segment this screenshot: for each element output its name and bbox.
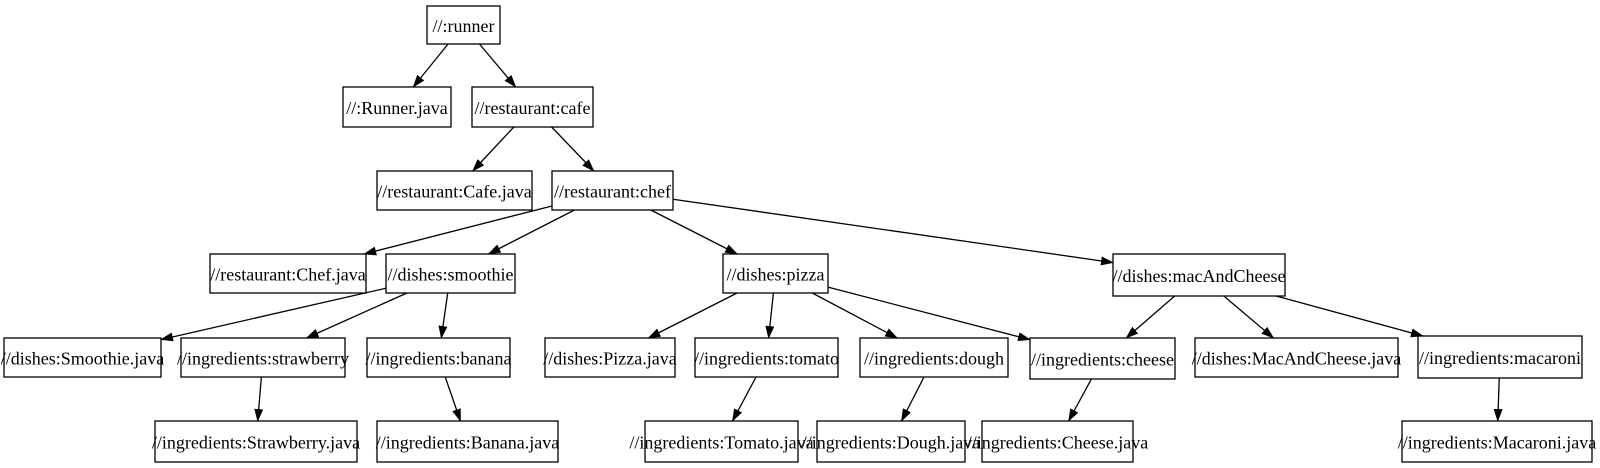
graph-node-cafe-java: //restaurant:Cafe.java: [376, 170, 533, 211]
graph-edge-mac-and-cheese--mac-and-cheese-java: [1223, 295, 1275, 339]
graph-node-box: [426, 5, 501, 45]
graph-nodes-layer: //:runner //:Runner.java //restaurant:cafe…: [1, 5, 1596, 463]
graph-node-label: //ingredients:cheese: [1031, 350, 1174, 370]
graph-node-label: //dishes:pizza: [727, 265, 825, 285]
graph-edge-chef--pizza: [650, 209, 739, 255]
graph-node-dough-java: //ingredients:Dough.java: [802, 420, 980, 463]
graph-node-smoothie: //dishes:smoothie: [385, 253, 516, 294]
graph-node-cheese-java: //ingredients:Cheese.java: [967, 420, 1148, 463]
graph-node-label: //restaurant:Cafe.java: [377, 182, 531, 202]
graph-node-label: //:runner: [433, 16, 495, 36]
graph-node-banana-java: //ingredients:Banana.java: [376, 420, 559, 463]
graph-node-label: //ingredients:dough: [864, 349, 1004, 369]
graph-node-label: //restaurant:Chef.java: [210, 265, 365, 285]
graph-node-macaroni: //ingredients:macaroni: [1417, 335, 1583, 379]
graph-node-smoothie-java: //dishes:Smoothie.java: [1, 337, 165, 378]
graph-node-label: //ingredients:Dough.java: [802, 433, 980, 453]
graph-edge-pizza--pizza-java: [647, 292, 738, 339]
graph-node-label: //dishes:Smoothie.java: [1, 349, 165, 369]
graph-edge-tomato--tomato-java: [731, 376, 757, 422]
graph-node-label: //dishes:macAndCheese: [1113, 266, 1286, 286]
graph-node-box: [1194, 337, 1399, 378]
graph-node-cheese: //ingredients:cheese: [1029, 337, 1176, 380]
graph-node-box: [816, 420, 966, 463]
graph-edge-banana--banana-java: [444, 376, 462, 422]
graph-node-box: [376, 170, 533, 211]
graph-node-box: [694, 337, 839, 378]
graph-node-macaroni-java: //ingredients:Macaroni.java: [1398, 420, 1596, 463]
graph-node-box: [981, 420, 1134, 463]
graph-node-label: //ingredients:Cheese.java: [967, 433, 1148, 453]
graph-node-box: [385, 253, 516, 294]
graph-node-strawberry-java: //ingredients:Strawberry.java: [152, 420, 360, 463]
graph-edge-chef--mac-and-cheese: [672, 198, 1114, 266]
graph-node-box: [722, 253, 829, 294]
graph-node-box: [366, 337, 511, 378]
graph-node-mac-and-cheese: //dishes:macAndCheese: [1112, 253, 1286, 297]
graph-node-box: [376, 420, 559, 463]
graph-node-tomato-java: //ingredients:Tomato.java: [629, 420, 814, 463]
graph-node-pizza: //dishes:pizza: [722, 253, 829, 294]
graph-edges-layer: [160, 43, 1503, 422]
graph-node-box: [1401, 420, 1593, 463]
graph-node-box: [471, 86, 594, 128]
graph-node-label: //:Runner.java: [346, 98, 447, 118]
graph-node-label: //dishes:Pizza.java: [543, 349, 676, 369]
graph-node-label: //ingredients:tomato: [694, 349, 839, 369]
graph-edge-pizza--tomato: [765, 292, 775, 339]
graph-node-chef-java: //restaurant:Chef.java: [209, 253, 367, 294]
graph-node-mac-and-cheese-java: //dishes:MacAndCheese.java: [1192, 337, 1401, 378]
graph-node-label: //ingredients:Tomato.java: [629, 433, 813, 453]
graph-node-chef: //restaurant:chef: [551, 170, 674, 211]
graph-node-dough: //ingredients:dough: [859, 337, 1009, 378]
graph-node-label: //dishes:MacAndCheese.java: [1192, 349, 1401, 369]
graph-edge-mac-and-cheese--cheese: [1125, 295, 1176, 339]
graph-node-box: [551, 170, 674, 211]
graph-edge-dough--dough-java: [900, 376, 925, 422]
graph-node-box: [3, 337, 162, 378]
graph-edge-cafe--chef: [551, 126, 595, 172]
graph-node-pizza-java: //dishes:Pizza.java: [543, 337, 677, 378]
graph-edge-runner--runner-java: [412, 43, 449, 88]
graph-node-box: [1029, 337, 1176, 380]
graph-edge-runner--cafe: [478, 43, 517, 88]
graph-node-banana: //ingredients:banana: [366, 337, 512, 378]
graph-node-runner: //:runner: [426, 5, 501, 45]
graph-edge-pizza--cheese: [827, 286, 1031, 341]
graph-node-label: //restaurant:chef: [554, 182, 671, 202]
graph-edge-smoothie--banana: [438, 292, 449, 339]
graph-node-box: [209, 253, 367, 294]
graph-node-box: [859, 337, 1009, 378]
graph-edge-smoothie--smoothie-java: [160, 287, 387, 342]
graph-edge-chef--smoothie: [487, 209, 575, 255]
graph-node-label: //ingredients:Macaroni.java: [1398, 433, 1596, 453]
graph-edge-mac-and-cheese--macaroni: [1275, 295, 1424, 338]
graph-edge-pizza--dough: [811, 292, 899, 339]
graph-node-label: //ingredients:strawberry: [177, 349, 349, 369]
graph-node-box: [1112, 253, 1286, 297]
graph-edge-chef--chef-java: [363, 205, 553, 256]
graph-node-label: //ingredients:macaroni: [1419, 348, 1581, 368]
graph-node-label: //dishes:smoothie: [388, 265, 514, 285]
graph-node-box: [544, 337, 676, 378]
graph-node-box: [1417, 335, 1583, 379]
graph-node-runner-java: //:Runner.java: [342, 86, 452, 128]
graph-node-strawberry: //ingredients:strawberry: [177, 337, 349, 378]
graph-node-box: [342, 86, 452, 128]
graph-node-label: //ingredients:banana: [366, 349, 512, 369]
graph-node-tomato: //ingredients:tomato: [694, 337, 839, 378]
graph-node-label: //ingredients:Banana.java: [376, 433, 559, 453]
graph-edge-macaroni--macaroni-java: [1493, 377, 1503, 422]
graph-node-box: [180, 337, 346, 378]
graph-edge-strawberry--strawberry-java: [254, 376, 264, 422]
graph-node-box: [644, 420, 799, 463]
graph-node-box: [154, 420, 358, 463]
graph-node-label: //ingredients:Strawberry.java: [152, 433, 360, 453]
graph-edge-smoothie--strawberry: [305, 292, 408, 339]
graph-node-cafe: //restaurant:cafe: [471, 86, 594, 128]
graph-node-label: //restaurant:cafe: [475, 98, 591, 118]
graph-edge-cheese--cheese-java: [1068, 378, 1092, 422]
graph-edge-cafe--cafe-java: [472, 126, 515, 172]
